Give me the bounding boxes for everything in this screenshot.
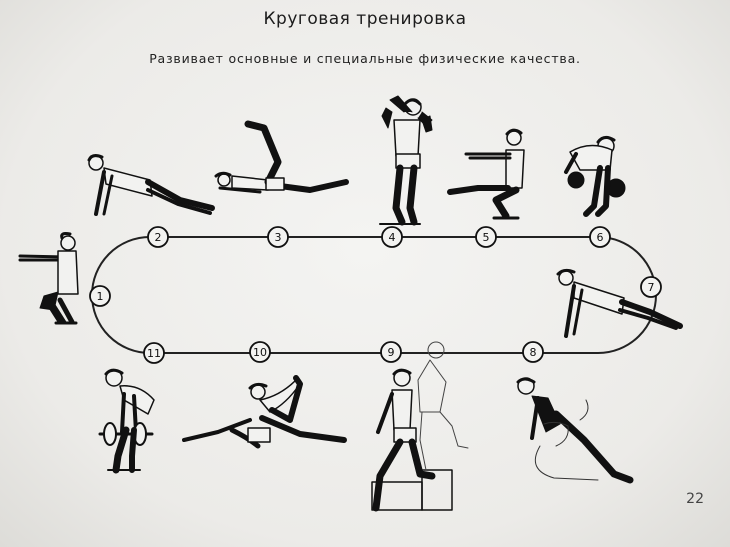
pistol-squat-figure-icon: [450, 130, 524, 218]
station-number: 7: [648, 281, 655, 294]
station-marker-7: 7: [641, 277, 661, 297]
station-marker-6: 6: [590, 227, 610, 247]
station-marker-10: 10: [250, 342, 270, 362]
station-number: 8: [530, 346, 537, 359]
station-number: 2: [155, 231, 162, 244]
station-marker-5: 5: [476, 227, 496, 247]
station-number: 4: [389, 231, 396, 244]
station-marker-1: 1: [90, 286, 110, 306]
station-number: 3: [275, 231, 282, 244]
hurdle-stretch-figure-icon: [184, 378, 344, 446]
lunge-stretch-figure-icon: [518, 378, 630, 480]
station-number: 5: [483, 231, 490, 244]
barbell-deadlift-figure-icon: [100, 370, 154, 470]
station-number: 1: [97, 290, 104, 303]
step-up-figure-icon: [372, 342, 468, 510]
station-number: 6: [597, 231, 604, 244]
station-number: 10: [253, 346, 267, 359]
station-number: 9: [388, 346, 395, 359]
plank-figure-icon: [558, 270, 680, 336]
station-marker-3: 3: [268, 227, 288, 247]
page-number: 22: [686, 491, 704, 507]
leg-raise-figure-icon: [216, 124, 346, 192]
station-marker-9: 9: [381, 342, 401, 362]
pushup-figure-icon: [89, 156, 212, 214]
station-marker-8: 8: [523, 342, 543, 362]
station-marker-4: 4: [382, 227, 402, 247]
station-marker-2: 2: [148, 227, 168, 247]
neck-stretch-figure-icon: [380, 96, 432, 224]
station-marker-11: 11: [144, 343, 164, 363]
squat-figure-icon: [20, 234, 78, 324]
station-number: 11: [147, 347, 161, 360]
kettlebell-bend-figure-icon: [566, 137, 625, 214]
